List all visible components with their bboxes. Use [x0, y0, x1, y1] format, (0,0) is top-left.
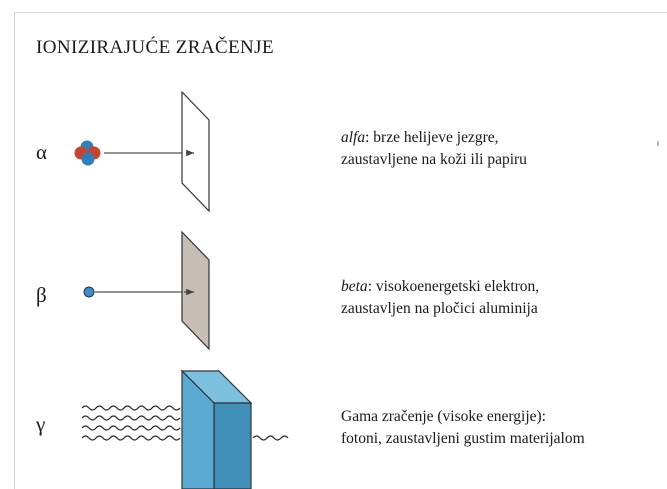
lead-block: [180, 369, 253, 489]
gamma-description: Gama zračenje (visoke energije): fotoni,…: [341, 406, 585, 450]
lead-block-side: [213, 402, 252, 489]
gamma-wave-outgoing: [252, 435, 289, 441]
paper-sheet: [181, 90, 210, 213]
alpha-neutron-bottom: [81, 152, 95, 166]
alpha-desc-line1: : brze helijeve jezgre,: [365, 129, 499, 146]
gamma-desc-line2: fotoni, zaustavljeni gustim materijalom: [341, 430, 585, 447]
alpha-particle-icon: [74, 140, 101, 166]
beta-desc-name: beta: [341, 278, 368, 295]
alpha-symbol: α: [36, 140, 48, 164]
beta-desc-line1: : visokoenergetski elektron,: [367, 278, 540, 295]
slide-frame: [14, 12, 667, 489]
beta-desc-line2: zaustavljen na pločici aluminija: [341, 300, 538, 317]
alpha-desc-line2: zaustavljene na koži ili papiru: [341, 151, 527, 168]
electron-icon: [83, 286, 95, 298]
gamma-desc-line1: Gama zračenje (visoke energije):: [341, 408, 546, 425]
alpha-desc-name: alfa: [341, 129, 366, 146]
gamma-symbol: γ: [36, 412, 46, 436]
edge-mark: [657, 141, 659, 146]
page-title: IONIZIRAJUĆE ZRAČENJE: [36, 37, 274, 58]
alpha-description: alfa: brze helijeve jezgre, zaustavljene…: [341, 127, 527, 171]
beta-symbol: β: [36, 283, 47, 307]
aluminium-plate: [181, 230, 210, 351]
lead-block-front: [181, 369, 215, 489]
gamma-waves-incoming: [81, 405, 181, 441]
beta-description: beta: visokoenergetski elektron, zaustav…: [341, 276, 539, 320]
